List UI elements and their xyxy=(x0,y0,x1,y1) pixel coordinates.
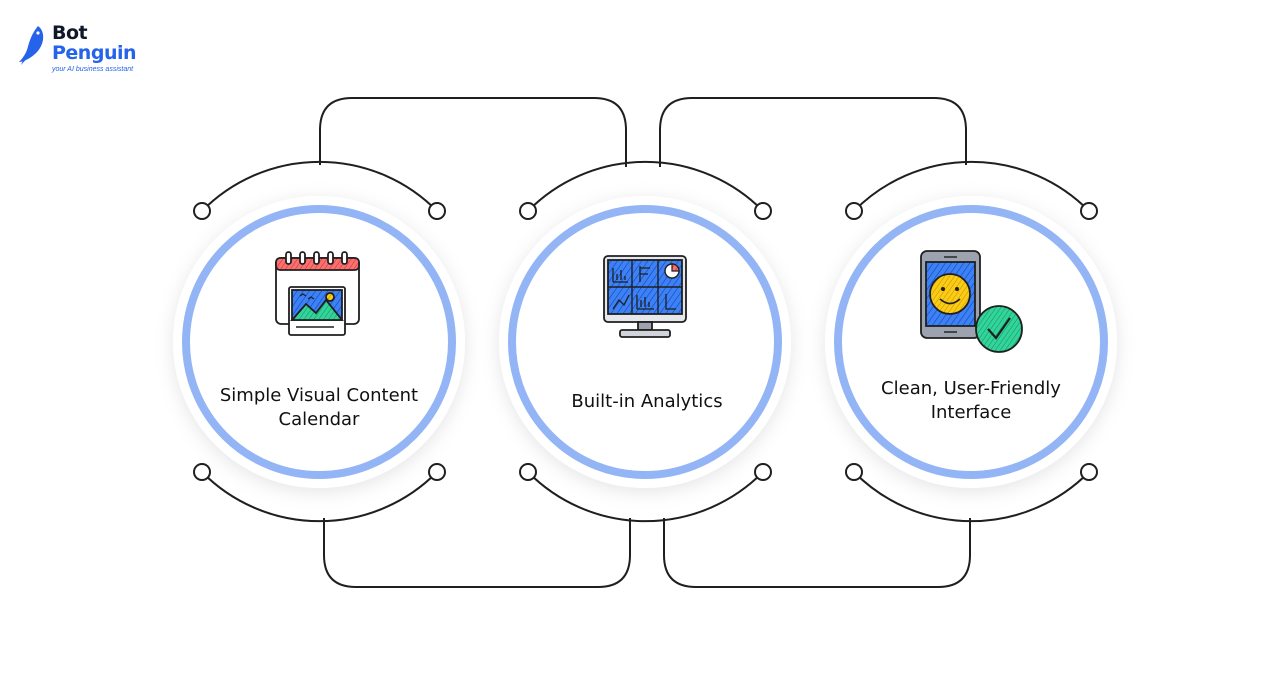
node-1-label: Simple Visual Content Calendar xyxy=(219,385,419,430)
calendar-icon xyxy=(275,251,360,336)
node-3 xyxy=(825,160,1117,523)
top-connector-1 xyxy=(319,97,627,167)
node-2-label: Built-in Analytics xyxy=(571,391,723,412)
node-1 xyxy=(173,160,465,523)
bottom-connector-2 xyxy=(663,518,971,588)
brand-name-line1: Bot xyxy=(52,22,88,44)
node-2 xyxy=(499,160,791,523)
brand-name-line2: Penguin xyxy=(52,42,137,64)
smartphone-smiley-check-icon xyxy=(920,250,1023,353)
brand-tagline: your AI business assistant xyxy=(52,66,134,73)
penguin-logo-icon xyxy=(19,26,44,65)
analytics-monitor-icon xyxy=(603,255,687,338)
bottom-connector-1 xyxy=(323,518,631,588)
node-3-label: Clean, User-Friendly Interface xyxy=(881,378,1061,423)
logo: Bot Penguin your AI business assistant xyxy=(18,22,137,73)
top-connector-2 xyxy=(659,97,967,167)
